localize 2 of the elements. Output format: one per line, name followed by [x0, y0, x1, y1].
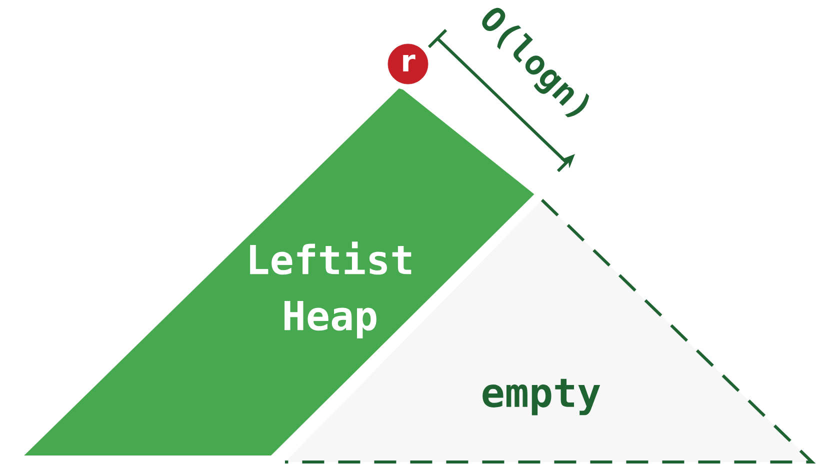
- node-label: r: [403, 54, 416, 72]
- root-node: r: [382, 38, 434, 90]
